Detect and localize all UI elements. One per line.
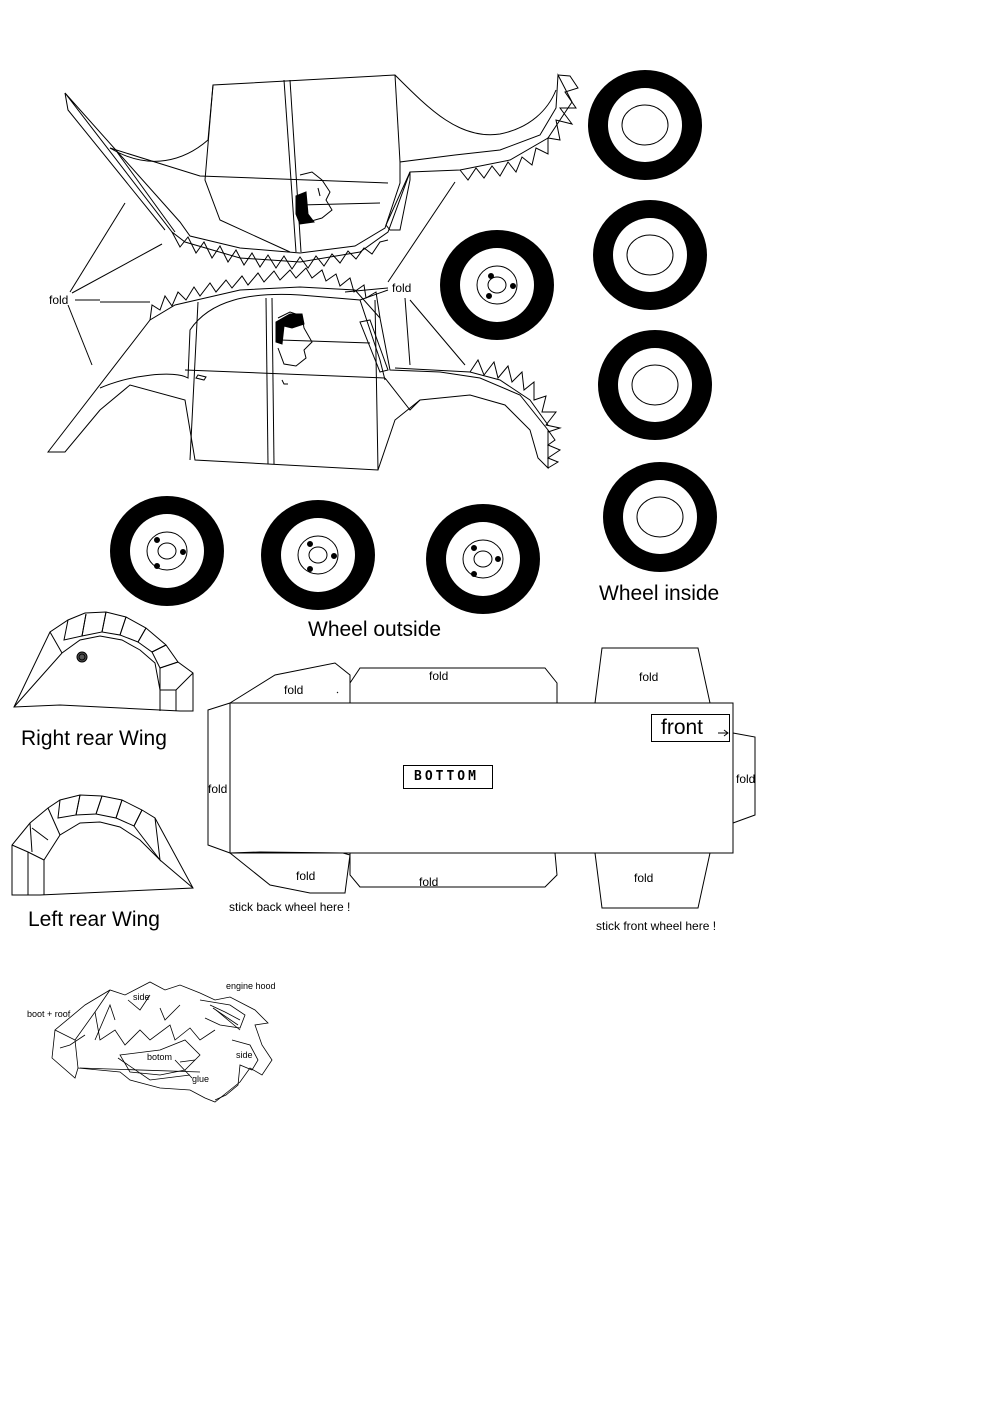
driver-figure-top: [295, 171, 333, 225]
wheel-outside-2: [261, 500, 375, 610]
fold-label-rear-left-flap: fold: [284, 683, 304, 697]
car-side-piece: [46, 267, 562, 471]
stick-back-wheel-note: stick back wheel here !: [229, 900, 351, 914]
front-marker: [651, 714, 730, 742]
fold-label-top-flap: fold: [429, 669, 449, 683]
fold-label-rear-end: fold: [208, 782, 228, 796]
fold-leader-lines: [67, 181, 466, 366]
front-arrow-icon: [718, 729, 729, 737]
assembly-label-botom: botom: [147, 1052, 173, 1062]
wheel-inside-1: [588, 70, 702, 180]
bottom-label: BOTTOM: [414, 769, 479, 784]
fold-label-front-bottom-flap: fold: [634, 871, 654, 885]
left-rear-wing: [11, 794, 194, 896]
wheel-outside-spare: [440, 230, 554, 340]
assembly-label-glue: glue: [192, 1074, 210, 1084]
fold-label-front-top-flap: fold: [639, 670, 659, 684]
car-top-piece: [64, 73, 579, 270]
wheel-inside-4: [603, 462, 717, 572]
stick-front-wheel-note: stick front wheel here !: [596, 919, 717, 933]
fold-label-front-end: fold: [736, 772, 756, 786]
wheel-inside-title: Wheel inside: [599, 582, 720, 605]
fold-label-rear-bottom-flap: fold: [296, 869, 316, 883]
fold-label-center: fold: [392, 281, 412, 295]
wheel-inside-2: [593, 200, 707, 310]
wheel-outside-1: [110, 496, 224, 606]
bottom-net: [207, 647, 756, 909]
bottom-marker: [403, 765, 493, 789]
driver-figure-side: [275, 311, 313, 385]
assembly-label-boot-roof: boot + roof: [27, 1009, 71, 1019]
wheel-outside-title: Wheel outside: [308, 618, 442, 641]
fold-label-bottom-flap: fold: [419, 875, 439, 889]
wheel-inside-3: [598, 330, 712, 440]
front-label: front: [661, 716, 704, 739]
left-rear-wing-title: Left rear Wing: [28, 908, 160, 931]
assembly-label-side-right: side: [236, 1050, 253, 1060]
wheel-outside-3: [426, 504, 540, 614]
right-rear-wing: [13, 611, 194, 712]
fold-label-left: fold: [49, 293, 69, 307]
right-rear-wing-title: Right rear Wing: [21, 727, 167, 750]
assembly-sketch: [51, 981, 273, 1103]
assembly-label-side-top: side: [133, 992, 150, 1002]
assembly-label-engine-hood: engine hood: [226, 981, 276, 991]
